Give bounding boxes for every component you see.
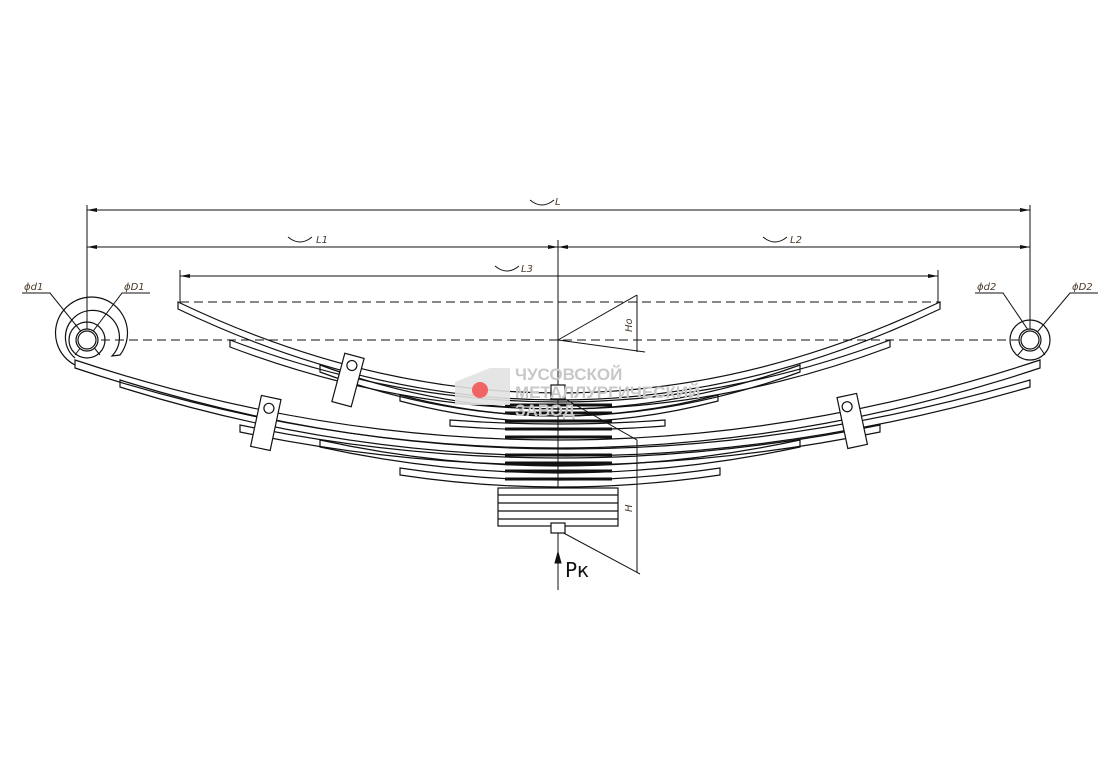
dimension-arrowhead <box>548 245 558 249</box>
dim-L: L <box>555 197 561 208</box>
spring-hardware <box>54 296 1051 534</box>
dimension-arrowhead <box>1020 245 1030 249</box>
leaf-1 <box>177 301 941 401</box>
load-Pk: Pк <box>565 558 589 582</box>
center-bolt <box>550 384 566 534</box>
dimension-arrowhead <box>87 208 97 212</box>
dimension-arrowhead <box>1020 208 1030 212</box>
dim-L3: L3 <box>521 264 533 275</box>
dimension-arrowhead <box>558 245 568 249</box>
dim-L2: L2 <box>790 235 802 246</box>
center-pad <box>497 487 619 527</box>
right-eye <box>1009 319 1051 361</box>
dimension-labels: L L1 L2 L3 Ho H ϕd1 ϕD1 ϕd2 ϕD2 Pк <box>24 197 1093 582</box>
leaf-9 <box>319 439 801 474</box>
leaf-8 <box>239 424 881 466</box>
leaf-2 <box>229 339 891 410</box>
clip-1 <box>331 352 365 408</box>
diam-d1: ϕd1 <box>24 282 43 293</box>
dimension-lines <box>22 199 1098 590</box>
dim-L1: L1 <box>316 235 328 246</box>
leaf-7 <box>119 379 1031 457</box>
clip-3 <box>836 392 869 450</box>
clip-2 <box>249 394 282 452</box>
left-eye <box>54 296 129 366</box>
diam-d2: ϕd2 <box>977 282 996 293</box>
watermark-logo: ЧУСОВСКОЙ МЕТАЛЛУРГИЧЕСКИЙ ЗАВОД <box>455 365 700 420</box>
watermark-line-3: ЗАВОД <box>515 401 575 420</box>
diam-D2: ϕD2 <box>1072 282 1093 293</box>
dimension-arrowhead <box>87 245 97 249</box>
diam-D1: ϕD1 <box>124 282 145 293</box>
dimension-arrowhead <box>928 274 938 278</box>
watermark-line-2: МЕТАЛЛУРГИЧЕСКИЙ <box>515 383 700 402</box>
dim-H: H <box>624 504 635 512</box>
dim-Ho: Ho <box>624 318 635 332</box>
watermark-line-1: ЧУСОВСКОЙ <box>515 365 622 384</box>
dimension-arrowhead <box>180 274 190 278</box>
